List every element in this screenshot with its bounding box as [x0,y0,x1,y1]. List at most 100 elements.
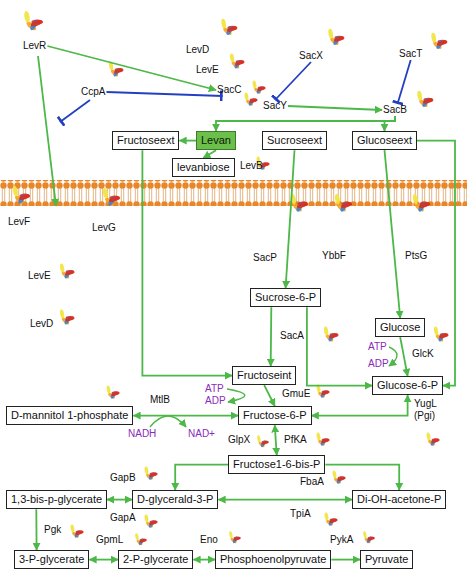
node-text: 1,3-bis-p-glycerate [11,493,102,505]
protein-node: SacC [216,84,242,96]
protein-label: GapA [110,512,136,523]
reaction-arrow [307,307,372,385]
reaction-arrow [288,106,382,110]
protein-structure [257,435,261,443]
reaction-arrow [400,337,407,376]
protein-structure [70,524,75,533]
protein-label: ATP [368,341,387,352]
label: TpiA [290,508,311,520]
label: YbbF [322,250,346,262]
label: GlcK [412,348,434,360]
cofactor-arrow [389,347,397,366]
protein-label: GlcK [412,348,434,359]
label: YugL (Pgi) [414,398,450,421]
protein-structure [337,476,346,482]
protein-label: ADP [368,358,389,369]
protein-label: YbbF [322,250,346,261]
metabolite-box: Fructose1-6-bis-P [228,455,325,474]
protein-label: ADP [205,395,226,406]
reaction-arrow [89,559,118,561]
node-text: Fructoseext [117,134,174,146]
node-text: 2-P-glycerate [123,553,188,565]
cell-membrane [0,180,467,206]
label: NADH [128,428,156,440]
reaction-arrow [331,559,360,561]
node-text: SacY [263,100,287,111]
protein-label: LevB [240,160,263,171]
label: PykA [330,534,353,546]
label: GlpX [228,434,250,446]
protein-structure [108,195,120,203]
reaction-arrow [264,385,275,406]
protein-structure [422,97,433,105]
cofactor-arrow [227,389,245,402]
label: NAD+ [188,428,215,440]
inhibition-line [60,100,90,122]
label: ADP [368,358,389,370]
protein-icons [12,11,448,546]
protein-node: SacT [398,48,423,60]
protein-label: SacA [280,330,304,341]
protein-structure [261,440,269,445]
node-text: Glucose [380,321,420,333]
protein-label: SacP [253,252,277,263]
metabolite-box: levanbiose [172,158,235,177]
reaction-arrow [325,465,399,490]
protein-label: MtlB [150,394,170,405]
metabolite-box: Glucoseext [352,131,417,150]
node-text: Fructoseint [237,369,291,381]
protein-node: SacX [298,50,324,62]
protein-structure [59,263,65,273]
protein-structure [323,326,329,336]
protein-label: LevD [186,44,209,55]
protein-label: Pgk [44,524,61,535]
protein-structure [321,390,330,396]
protein-structure [65,315,75,322]
protein-structure [329,518,338,524]
cofactor-arrow [150,416,186,427]
reaction-arrow [35,509,37,550]
protein-label: PykA [330,534,353,545]
label: LevD [30,318,53,330]
protein-structure [316,432,321,441]
label: SacP [253,252,277,264]
metabolite-box: 2-P-glycerate [118,550,193,569]
label: GpmL [96,534,123,546]
node-text: Pyruvate [365,553,408,565]
node-text: SacX [299,50,323,61]
metabolite-box: Levan [196,131,236,150]
node-text: Sucrose-6-P [255,291,316,303]
label: LevE [28,270,51,282]
protein-structure [244,92,249,101]
protein-structure [329,332,339,339]
protein-node: CcpA [80,86,106,98]
metabolite-box: 3-P-glycerate [14,550,89,569]
protein-structure [139,538,147,543]
metabolite-box: Di-OH-acetone-P [352,490,446,509]
protein-structure [431,438,440,444]
reaction-arrow [312,395,408,415]
node-text: 3-P-glycerate [19,553,84,565]
label: SacA [280,330,304,342]
reaction-arrow [107,499,132,501]
protein-structure [439,332,449,339]
reaction-arrow [193,559,215,561]
protein-structure [334,193,341,204]
protein-structure [328,28,334,39]
protein-structure [149,520,158,526]
metabolite-box: 1,3-bis-p-glycerate [6,490,107,509]
label: GapB [110,472,136,484]
label: ADP [205,395,226,407]
node-text: LevR [23,40,46,51]
protein-structure [59,309,65,319]
protein-structure [417,90,423,101]
label: Eno [200,534,218,546]
protein-structure [296,201,308,209]
protein-label: LevE [196,64,219,75]
protein-node: SacB [382,104,408,116]
reaction-arrow [216,116,395,131]
label: MtlB [150,394,170,406]
reaction-arrow [133,415,238,417]
protein-label: GapB [110,472,136,483]
protein-node: LevR [22,40,47,52]
